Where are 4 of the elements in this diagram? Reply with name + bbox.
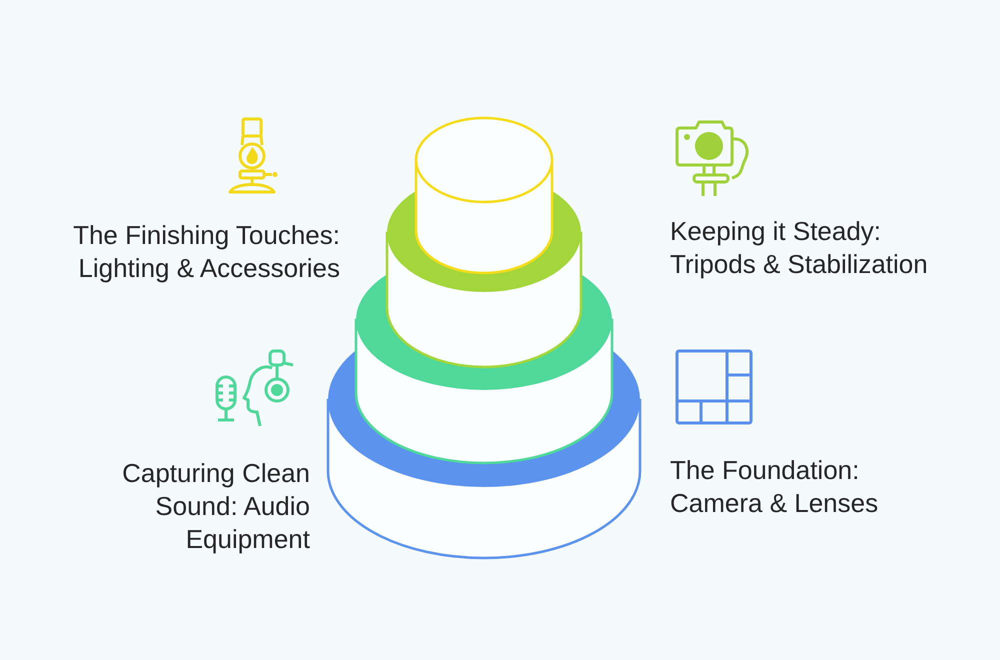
tier-label: The Finishing Touches: Lighting & Accessories	[72, 219, 340, 285]
tier-label: Capturing Clean Sound: Audio Equipment	[121, 457, 310, 556]
tier-label: Keeping it Steady: Tripods & Stabilization	[670, 215, 929, 281]
tier-label: The Foundation: Camera & Lenses	[670, 454, 880, 520]
